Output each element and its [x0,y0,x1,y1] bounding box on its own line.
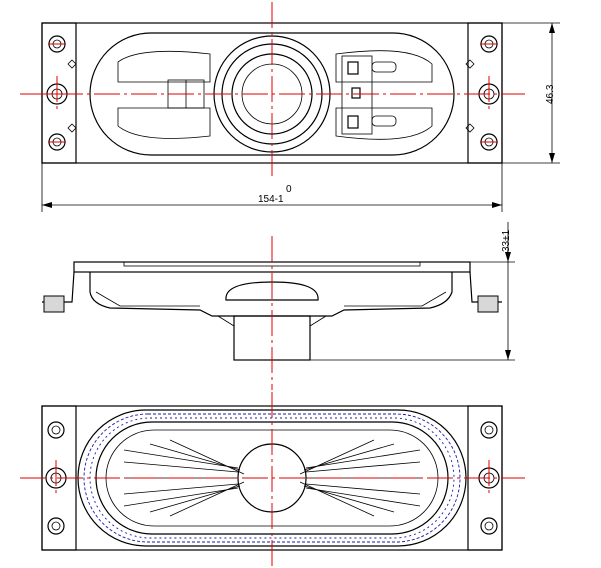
length-dimension: 0 154-1 [41,163,503,212]
length-zero-label: 0 [286,184,292,195]
left-mount-tab [41,22,77,164]
depth-dimension: 33±1 [310,222,515,361]
mount-hole [46,35,77,151]
height-dimension: 46.3 [502,22,560,164]
height-label: 46.3 [545,84,556,104]
length-label: 154-1 [258,194,284,205]
front-view [20,392,525,568]
side-view: 33±1 [42,222,515,390]
side-frame-body [89,272,453,317]
mount-hole [465,35,500,151]
side-clip-left [43,295,65,313]
terminal-block [341,55,397,135]
side-clip-right [477,295,499,313]
depth-label: 33±1 [501,229,512,252]
right-mount-tab [467,22,503,164]
top-view: 46.3 0 154-1 [20,2,560,212]
